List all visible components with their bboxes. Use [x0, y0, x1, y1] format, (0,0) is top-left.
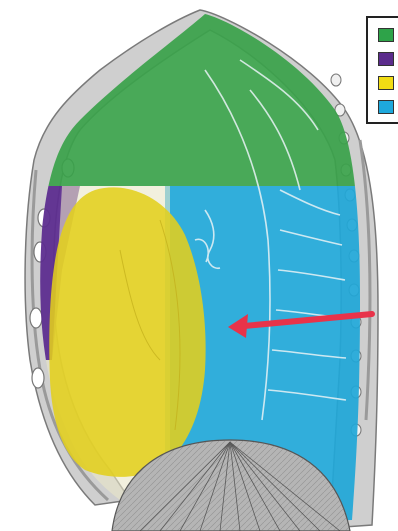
legend-swatch-posterior — [378, 100, 394, 114]
legend-swatch-anterior — [378, 52, 394, 66]
color-legend — [366, 16, 398, 124]
legend-swatch-superior — [378, 28, 394, 42]
legend-swatch-middle — [378, 76, 394, 90]
middle-mediastinum-region — [49, 187, 205, 476]
